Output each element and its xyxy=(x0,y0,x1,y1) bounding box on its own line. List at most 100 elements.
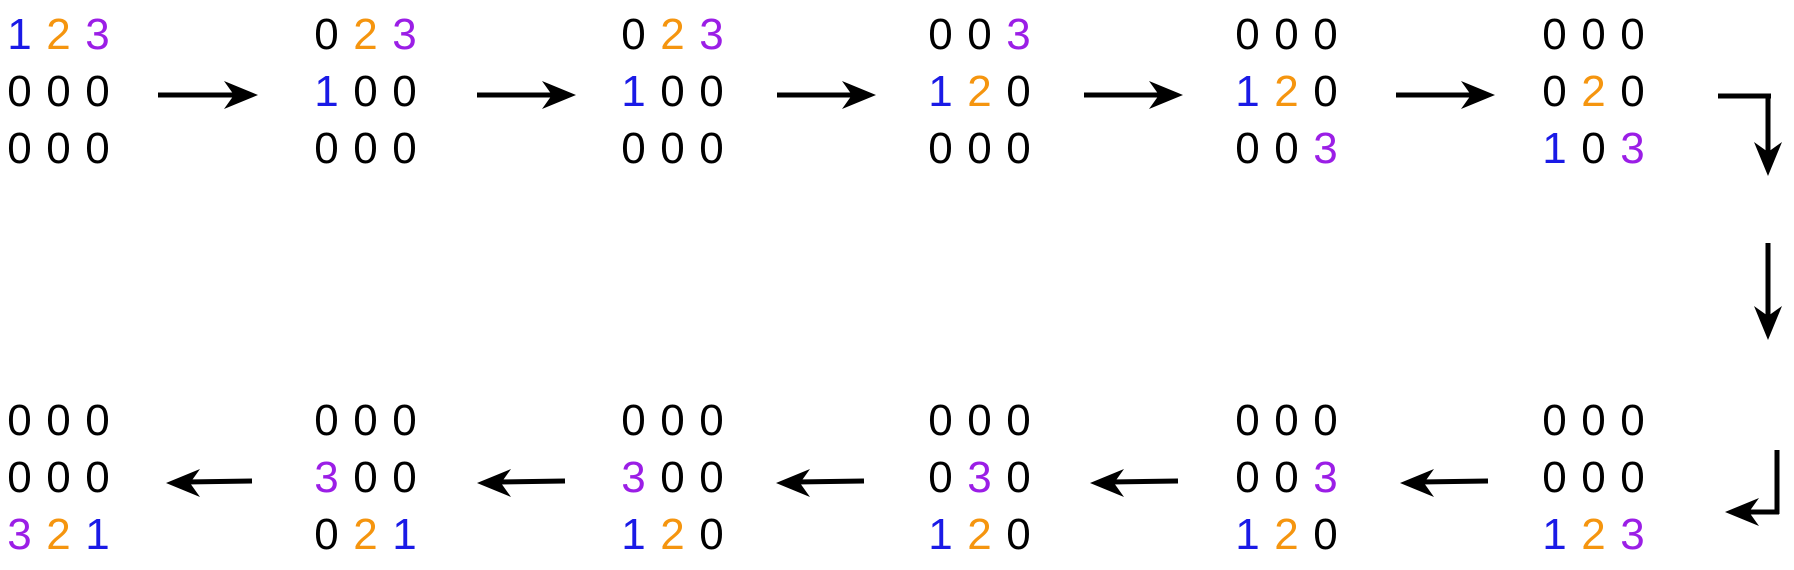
grid-cell: 3 xyxy=(1620,510,1645,559)
grid-cell: 0 xyxy=(1274,396,1299,445)
right-arrow-icon xyxy=(477,81,576,109)
grid-cell: 2 xyxy=(1581,67,1606,116)
grid-cell: 0 xyxy=(1006,453,1031,502)
grid-cell: 0 xyxy=(7,124,32,173)
grid-cell: 0 xyxy=(928,453,953,502)
right-arrow-icon xyxy=(1396,81,1495,109)
right-arrow-icon xyxy=(1084,81,1183,109)
grid-cell: 0 xyxy=(928,124,953,173)
grid-cell: 0 xyxy=(46,124,71,173)
left-arrow-icon xyxy=(776,469,865,497)
grid-cell: 0 xyxy=(314,10,339,59)
left-arrow-icon xyxy=(166,469,253,497)
grid-cell: 0 xyxy=(1313,396,1338,445)
grid-cell: 0 xyxy=(46,453,71,502)
grid-cell: 2 xyxy=(1274,67,1299,116)
grid-cell: 2 xyxy=(967,510,992,559)
grid-cell: 0 xyxy=(1313,10,1338,59)
right-arrow-icon xyxy=(158,81,258,109)
grid-cell: 0 xyxy=(928,396,953,445)
grid-cell: 0 xyxy=(85,453,110,502)
right-arrow-icon xyxy=(777,81,876,109)
grid-cell: 2 xyxy=(46,10,71,59)
grid-cell: 0 xyxy=(1006,67,1031,116)
grid-cell: 0 xyxy=(353,67,378,116)
grid-cell: 0 xyxy=(392,124,417,173)
grid-cell: 0 xyxy=(353,453,378,502)
grid-cell: 1 xyxy=(7,10,32,59)
grid-cell: 0 xyxy=(392,396,417,445)
grid-cell: 0 xyxy=(1235,396,1260,445)
grid-cell: 0 xyxy=(1542,396,1567,445)
grid-cell: 0 xyxy=(1542,10,1567,59)
grid-cell: 0 xyxy=(1620,396,1645,445)
grid-cell: 0 xyxy=(1006,124,1031,173)
grid-cell: 0 xyxy=(660,124,685,173)
grid-cell: 0 xyxy=(660,67,685,116)
grid-cell: 0 xyxy=(46,396,71,445)
grid-cell: 1 xyxy=(621,67,646,116)
grid-cell: 0 xyxy=(1542,453,1567,502)
grid-cell: 0 xyxy=(1620,67,1645,116)
grid-cell: 0 xyxy=(314,396,339,445)
grid-cell: 0 xyxy=(85,396,110,445)
grid-cell: 0 xyxy=(699,67,724,116)
grid-cell: 0 xyxy=(1235,453,1260,502)
grid-cell: 3 xyxy=(314,453,339,502)
grid-cell: 0 xyxy=(1274,453,1299,502)
grid-cell: 0 xyxy=(699,124,724,173)
left-arrow-icon xyxy=(477,469,566,497)
grid-cell: 0 xyxy=(1006,510,1031,559)
grid-cell: 0 xyxy=(7,396,32,445)
grid-cell: 0 xyxy=(85,124,110,173)
grid-cell: 1 xyxy=(621,510,646,559)
grid-cell: 0 xyxy=(1542,67,1567,116)
grid-cell: 3 xyxy=(1313,124,1338,173)
grid-cell: 0 xyxy=(699,510,724,559)
grid-cell: 0 xyxy=(1235,124,1260,173)
grid-cell: 0 xyxy=(1235,10,1260,59)
grid-cell: 0 xyxy=(392,67,417,116)
grid-cell: 0 xyxy=(1620,10,1645,59)
grid-cell: 2 xyxy=(660,10,685,59)
grid-cell: 2 xyxy=(1274,510,1299,559)
grid-cell: 1 xyxy=(1542,510,1567,559)
grid-cell: 3 xyxy=(967,453,992,502)
